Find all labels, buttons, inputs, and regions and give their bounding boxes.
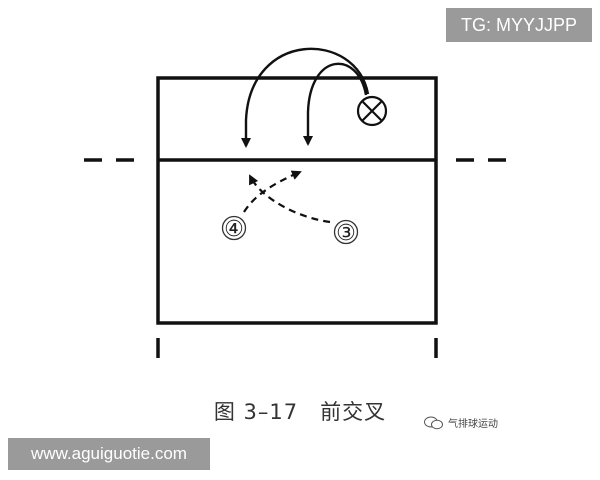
- inner-pass-arrow: [303, 62, 368, 146]
- site-watermark: www.aguiguotie.com: [8, 438, 210, 470]
- figure-caption: 图 3–17 前交叉: [213, 400, 387, 424]
- court-outline: [156, 76, 438, 325]
- account-watermark: 气排球运动: [424, 415, 498, 430]
- player-4-marker: ④: [221, 215, 247, 242]
- ball-icon: [356, 95, 388, 127]
- player-4-label: ④: [224, 217, 244, 242]
- player-4-run-arrow: [243, 170, 302, 213]
- tg-watermark: TG: MYYJJPP: [446, 8, 592, 42]
- player-3-label: ③: [336, 221, 356, 246]
- player-3-run-arrow: [249, 174, 331, 224]
- wechat-icon: [424, 416, 443, 429]
- player-3-marker: ③: [333, 219, 359, 246]
- outer-pass-arrow: [241, 47, 370, 148]
- account-name: 气排球运动: [448, 419, 498, 430]
